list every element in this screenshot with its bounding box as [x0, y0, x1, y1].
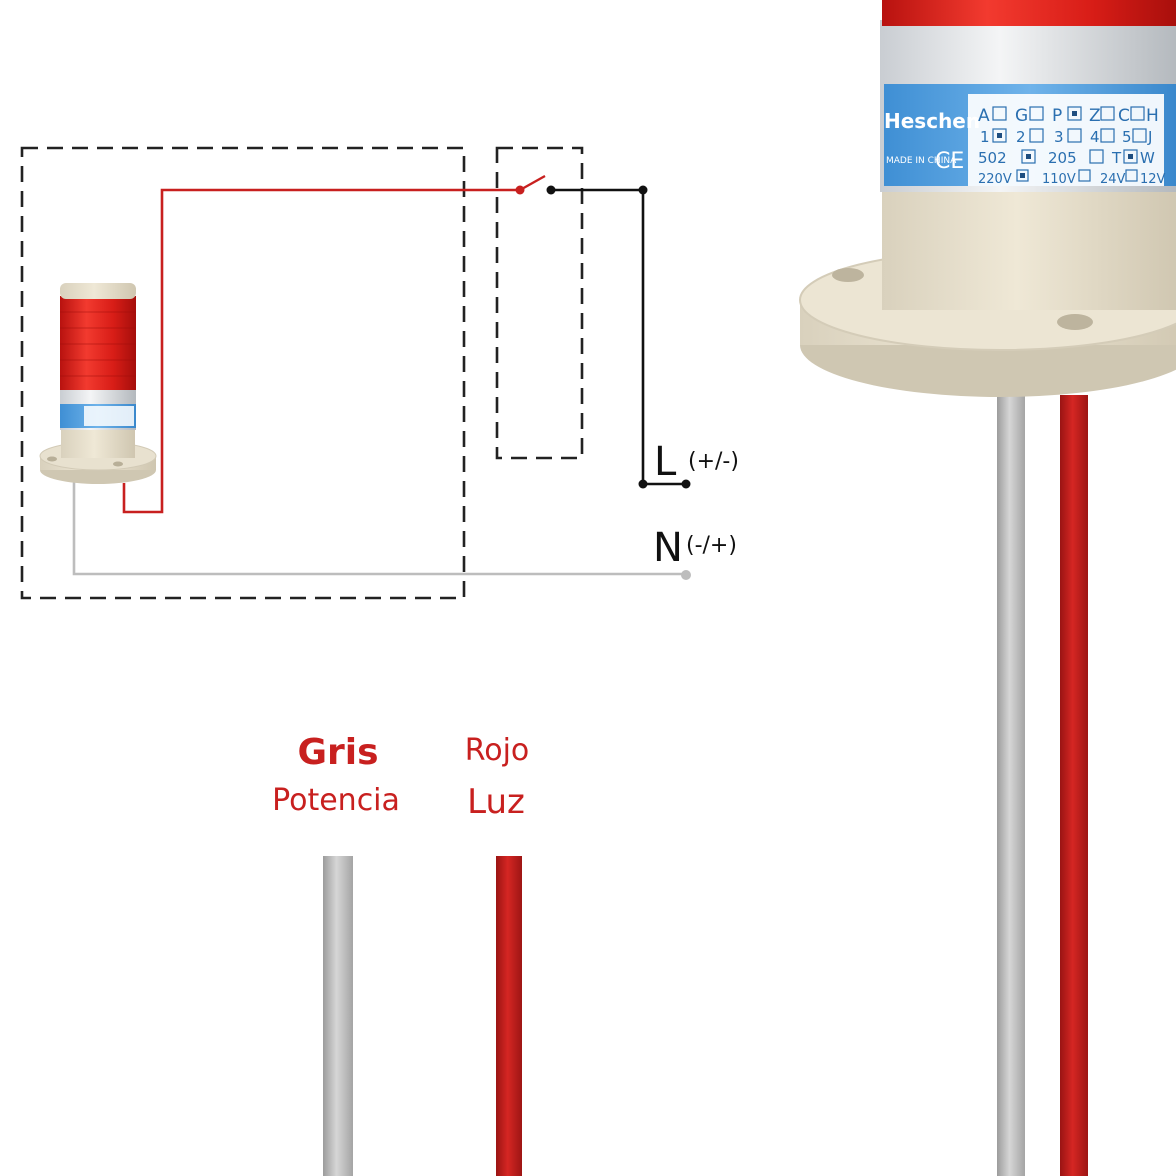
switch-contact-black	[546, 185, 556, 195]
svg-text:H: H	[1146, 106, 1159, 126]
red-wire-color-label: Rojo	[465, 733, 530, 768]
switch-lever	[519, 174, 546, 192]
photo-spec-row-3: 502 205 T W	[978, 149, 1155, 167]
svg-text:J: J	[1147, 128, 1152, 146]
terminal-l-dot	[681, 479, 691, 489]
schematic-red-wire	[122, 188, 520, 514]
legend-red-wire	[496, 856, 522, 1176]
svg-text:502: 502	[978, 149, 1007, 167]
photo-red-lens	[882, 0, 1176, 26]
svg-text:4: 4	[1090, 128, 1100, 146]
schematic-tower-light	[39, 283, 157, 484]
terminal-n-letter: N	[653, 525, 683, 571]
svg-text:T: T	[1111, 149, 1122, 167]
svg-text:2: 2	[1016, 128, 1026, 146]
photo-spec-row-4: 220V 110V 24V 12V	[978, 172, 1166, 187]
legend-gray-wire	[323, 856, 353, 1176]
svg-text:A: A	[978, 106, 990, 126]
schematic-line-wire	[551, 188, 686, 486]
svg-text:G: G	[1015, 106, 1028, 126]
red-wire-function-label: Luz	[467, 782, 525, 822]
photo-flange-hole	[832, 268, 864, 282]
photo-brand: Heschen	[884, 109, 980, 133]
photo-spec-checkboxes	[992, 106, 1147, 182]
terminal-l-letter: L	[654, 439, 677, 485]
junction-dot	[638, 185, 648, 195]
photo-flange-hole	[1057, 314, 1093, 330]
svg-text:Z: Z	[1089, 106, 1101, 126]
terminal-l-polarity: (+/-)	[688, 449, 739, 474]
photo-origin: MADE IN CHINA	[886, 156, 957, 166]
switch-enclosure-box	[495, 146, 584, 460]
svg-text:C: C	[1118, 106, 1130, 126]
terminal-n-dot	[681, 570, 691, 580]
lamp-enclosure-box	[20, 146, 466, 600]
photo-spec-row-1: A G P Z C H	[978, 106, 1159, 126]
svg-text:1: 1	[980, 128, 990, 146]
photo-red-wire	[1060, 395, 1088, 1176]
schematic-gray-wire	[72, 478, 686, 576]
terminal-n-polarity: (-/+)	[686, 533, 737, 558]
svg-text:220V: 220V	[978, 172, 1012, 187]
svg-text:24V: 24V	[1100, 172, 1126, 187]
photo-gray-wire	[997, 395, 1025, 1176]
svg-text:110V: 110V	[1042, 172, 1076, 187]
gray-wire-function-label: Potencia	[272, 783, 400, 818]
photo-spec-row-2: 1 2 3 4 5 J	[980, 128, 1152, 146]
tower-light-photo: Heschen MADE IN CHINA CE A G P Z C H 1 2…	[799, 0, 1176, 1176]
svg-text:205: 205	[1048, 149, 1077, 167]
svg-text:5: 5	[1122, 128, 1132, 146]
svg-text:P: P	[1052, 106, 1062, 126]
svg-text:12V: 12V	[1140, 172, 1166, 187]
photo-neck	[882, 180, 1176, 310]
junction-dot	[638, 479, 648, 489]
svg-text:W: W	[1140, 149, 1155, 167]
svg-text:3: 3	[1054, 128, 1064, 146]
gray-wire-color-label: Gris	[297, 732, 378, 773]
photo-ce-mark: CE	[935, 149, 964, 174]
